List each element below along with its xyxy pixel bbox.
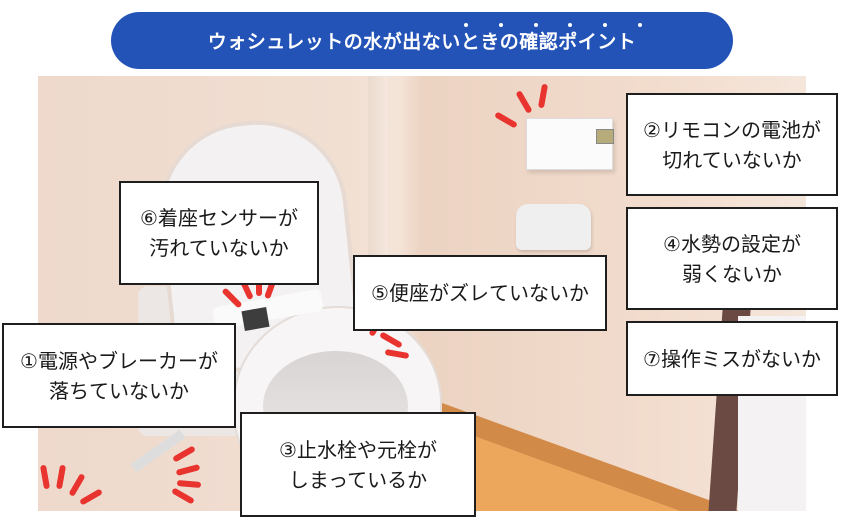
callout-5-seat-misaligned: ⑤便座がズレていないか bbox=[353, 255, 607, 331]
callout-2-remote-battery: ②リモコンの電池が 切れていないか bbox=[626, 93, 838, 196]
remote-control bbox=[526, 118, 613, 170]
seat-sensor bbox=[241, 306, 270, 332]
callout-3-stop-valve: ③止水栓や元栓が しまっているか bbox=[240, 412, 476, 517]
remote-display bbox=[596, 129, 614, 144]
emphasis-dots bbox=[458, 23, 648, 27]
page-title: ウォシュレットの水が出ないときの確認ポイント bbox=[207, 31, 637, 53]
water-pipe bbox=[130, 429, 186, 473]
callout-1-power-breaker: ①電源やブレーカーが 落ちていないか bbox=[2, 323, 236, 428]
callout-6-seat-sensor: ⑥着座センサーが 汚れていないか bbox=[119, 181, 319, 285]
title-banner: ウォシュレットの水が出ないときの確認ポイント bbox=[111, 12, 733, 69]
callout-7-operation-error: ⑦操作ミスがないか bbox=[626, 321, 838, 396]
callout-4-water-pressure: ④水勢の設定が 弱くないか bbox=[626, 207, 838, 310]
paper-holder bbox=[516, 204, 591, 250]
